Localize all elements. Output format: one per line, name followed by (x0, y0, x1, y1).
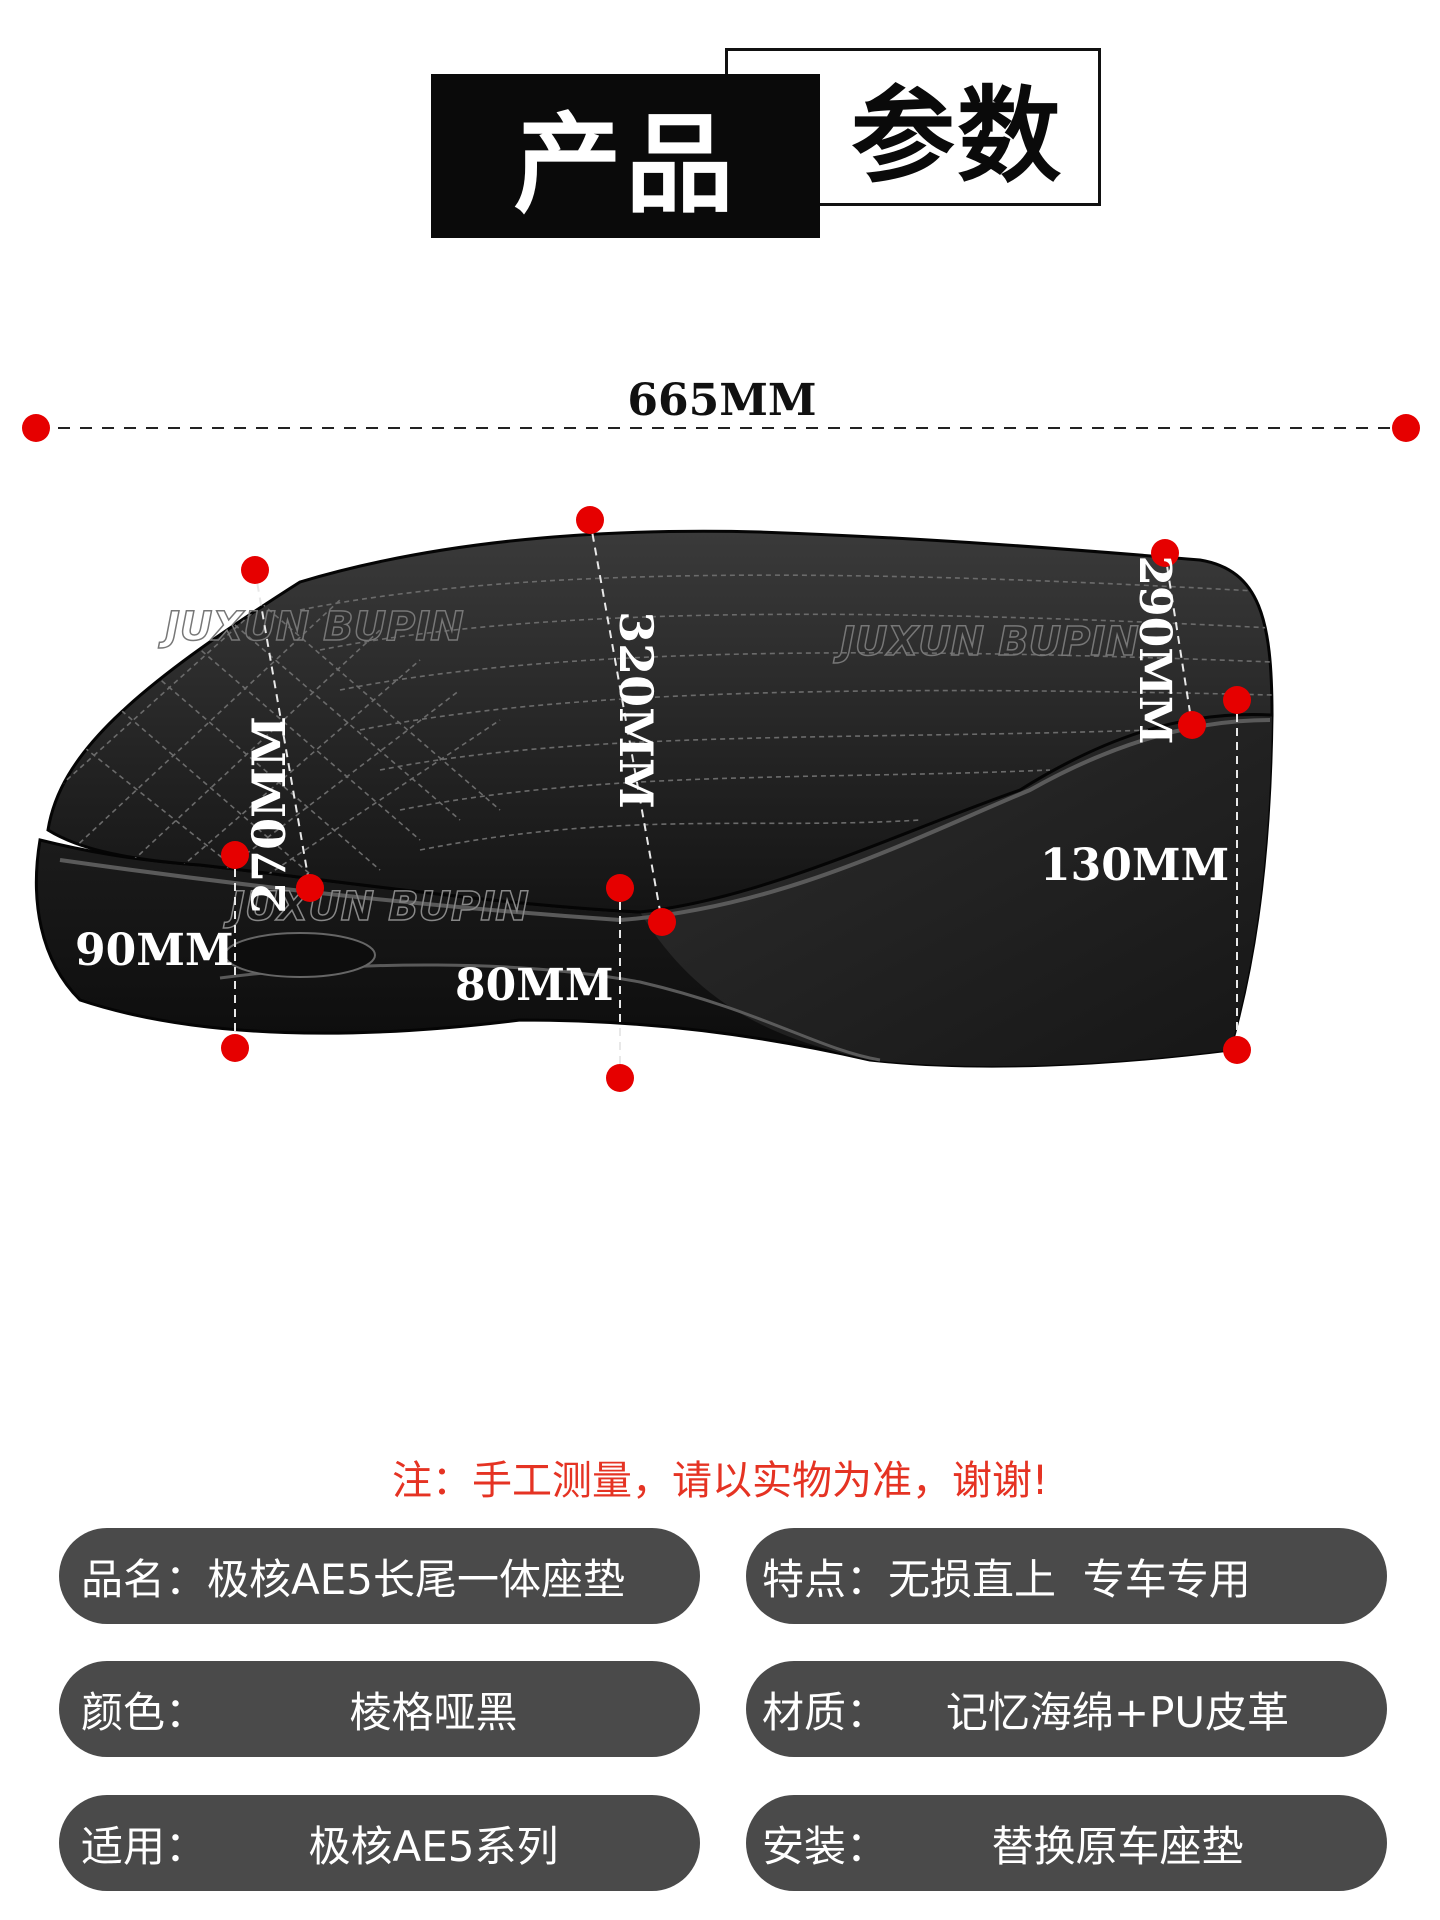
front-width-label: 270MM (242, 716, 296, 914)
mid-width-label: 320MM (609, 611, 663, 809)
spec-value: 无损直上 专车专用 (888, 1554, 1251, 1604)
spec-label: 适用： (81, 1821, 208, 1871)
watermark-text: JUXUN BUPIN (833, 619, 1139, 665)
spec-features: 特点： 无损直上 专车专用 (746, 1528, 1387, 1624)
spec-color: 颜色： 棱格哑黑 (59, 1661, 700, 1757)
spec-label: 材质： (762, 1687, 889, 1737)
spec-value: 极核AE5长尾一体座垫 (207, 1554, 626, 1604)
seat-emblem (224, 932, 376, 978)
dimension-dot (22, 414, 50, 442)
spec-product-name: 品名： 极核AE5长尾一体座垫 (59, 1528, 700, 1624)
mid-height-label: 80MM (455, 960, 614, 1011)
seat-piping (59, 718, 1271, 923)
dimension-dot (1392, 414, 1420, 442)
dimension-dots (221, 506, 1251, 1092)
measurement-note: 注：手工测量，请以实物为准，谢谢! (391, 1458, 1049, 1504)
header-title-right: 参数 (850, 73, 1063, 197)
spec-label: 特点： (762, 1554, 889, 1604)
rear-width-label: 290MM (1129, 555, 1180, 744)
spec-label: 安装： (762, 1821, 889, 1871)
spec-value: 极核AE5系列 (308, 1821, 559, 1871)
overall-length-label: 665MM (627, 375, 816, 426)
seat-rear-panel (640, 714, 1272, 1067)
seat-diagram-svg: 665MM JUXUN BUPIN JUXUN BUPIN J (22, 375, 1420, 1092)
measurement-lines (234, 519, 1238, 1078)
seat-top-surface (46, 529, 1274, 914)
spec-installation: 安装： 替换原车座垫 (746, 1795, 1387, 1891)
watermark-text: JUXUN BUPIN (223, 884, 529, 930)
spec-value: 记忆海绵+PU皮革 (945, 1687, 1290, 1737)
spec-compatibility: 适用： 极核AE5系列 (59, 1795, 700, 1891)
spec-label: 颜色： (81, 1687, 208, 1737)
spec-value: 替换原车座垫 (991, 1821, 1244, 1871)
spec-label: 品名： (81, 1554, 208, 1604)
spec-value: 棱格哑黑 (349, 1687, 518, 1737)
spec-material: 材质： 记忆海绵+PU皮革 (746, 1661, 1387, 1757)
watermark-text: JUXUN BUPIN (158, 604, 464, 650)
rear-height-label: 130MM (1040, 840, 1229, 891)
front-height-label: 90MM (75, 925, 234, 976)
seat-dimension-diagram: 665MM JUXUN BUPIN JUXUN BUPIN J (0, 360, 1440, 1120)
header-title-left: 产品 (431, 74, 820, 238)
